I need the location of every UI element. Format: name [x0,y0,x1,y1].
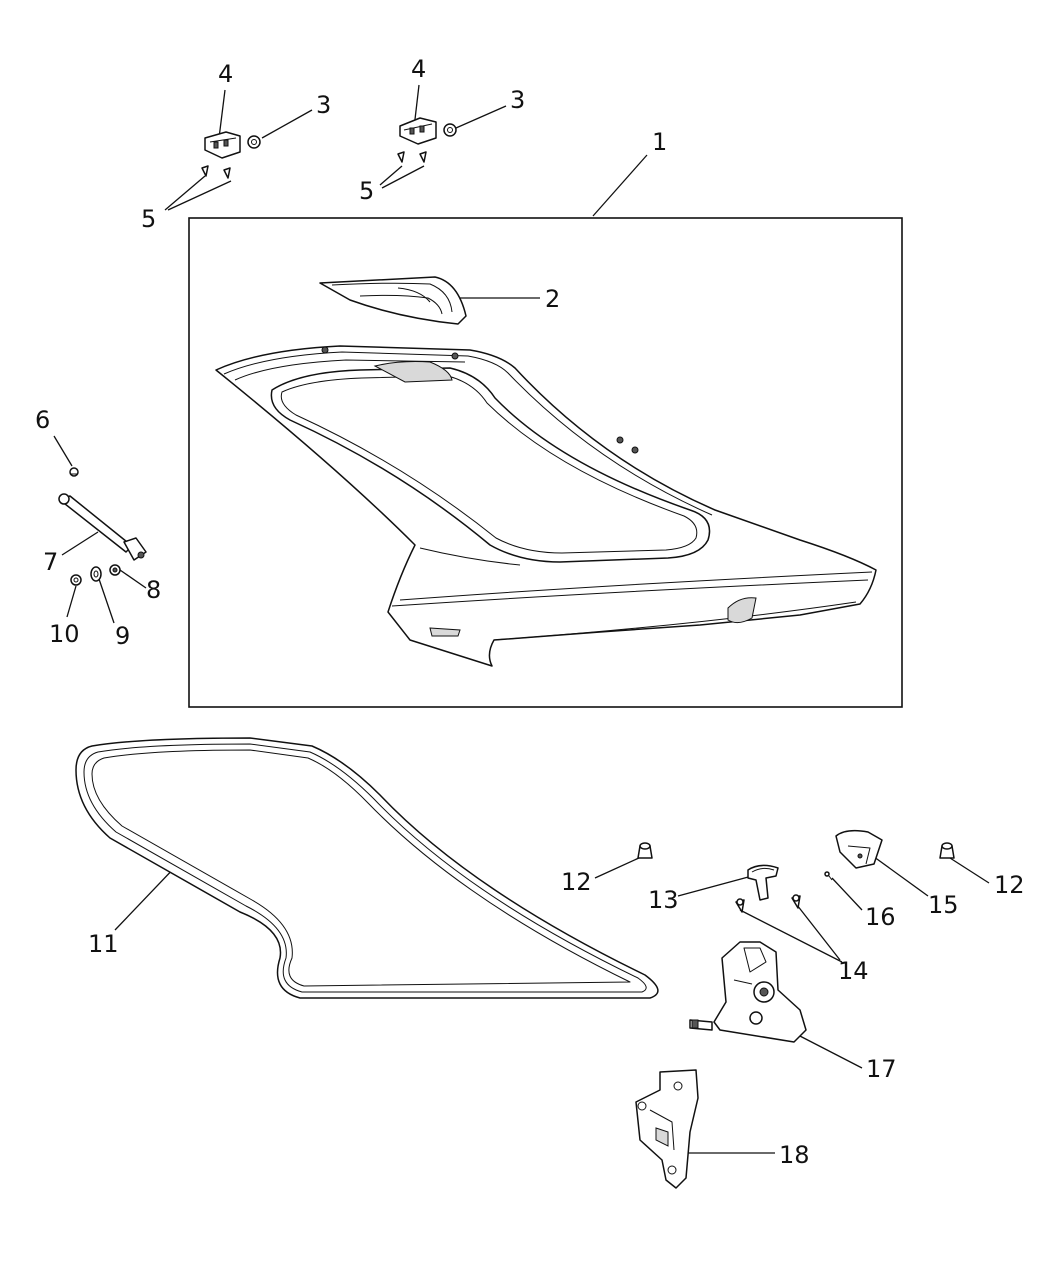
part-5-bolts-left [201,165,231,179]
part-2-spoiler-glass [319,276,467,325]
part-10-nut [70,574,82,586]
callout-4-right: 4 [411,55,426,83]
callout-12-left: 12 [561,868,592,896]
part-9-washer [90,566,102,582]
callout-8: 8 [146,576,161,604]
part-8-stud [109,564,121,576]
callout-15: 15 [928,891,959,919]
callout-3-left: 3 [316,91,331,119]
callout-1: 1 [652,128,667,156]
part-15-release-switch [835,829,883,869]
callout-12-right: 12 [994,871,1025,899]
callout-5-right: 5 [359,177,374,205]
part-18-striker-bracket [635,1069,699,1189]
part-14-screws [735,894,801,913]
liftgate-frame [188,217,903,708]
part-17-latch [689,941,807,1043]
callout-14: 14 [838,957,869,985]
callout-4-left: 4 [218,60,233,88]
part-1-liftgate [215,345,877,667]
part-12-bumper-right [939,842,955,859]
part-12-bumper-left [637,842,653,859]
callout-5-left: 5 [141,205,156,233]
callout-10: 10 [49,620,80,648]
part-6-ball-stud [69,467,79,477]
callout-2: 2 [545,285,560,313]
callout-13: 13 [648,886,679,914]
part-16-pin [824,871,833,881]
part-13-handle [747,864,779,901]
part-11-weatherstrip [75,737,659,999]
part-3-nut-left [247,135,261,149]
callout-9: 9 [115,622,130,650]
part-4-hinge-left [204,131,241,159]
leader-lines [53,84,990,1154]
part-4-hinge-right [399,117,437,145]
callout-3-right: 3 [510,86,525,114]
callout-6: 6 [35,406,50,434]
callout-18: 18 [779,1141,810,1169]
callout-17: 17 [866,1055,897,1083]
part-7-gas-strut [58,493,147,561]
callout-11: 11 [88,930,119,958]
part-5-bolts-right [397,151,427,163]
callout-16: 16 [865,903,896,931]
callout-7: 7 [43,548,58,576]
part-3-nut-right [443,123,457,137]
